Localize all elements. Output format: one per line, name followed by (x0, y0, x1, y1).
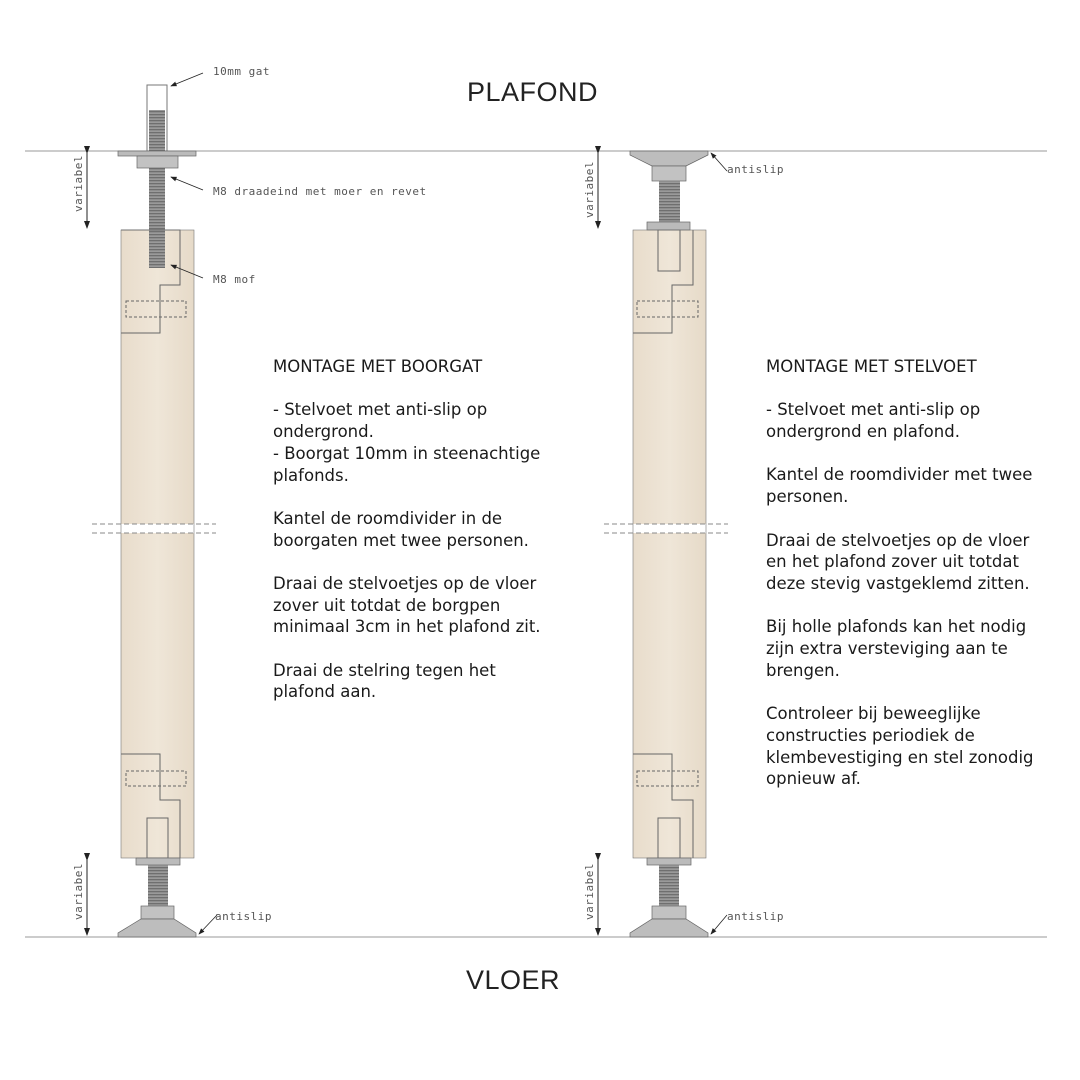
antislip-label: antislip (727, 163, 784, 176)
right-paragraph: Kantel de roomdivider met twee personen. (766, 465, 1033, 507)
right-paragraph: Controleer bij beweeglijke constructies … (766, 704, 1034, 789)
antislip-label: antislip (215, 910, 272, 923)
right-instructions: MONTAGE MET STELVOET - Stelvoet met anti… (766, 356, 1036, 812)
antislip-label: antislip (727, 910, 784, 923)
floor-label: VLOER (466, 965, 561, 995)
variable-label: variabel (583, 161, 596, 218)
threaded-rod-label: M8 draadeind met moer en revet (213, 185, 427, 198)
dimension-arrows (84, 146, 601, 936)
right-bullet-1: - Stelvoet met anti-slip op ondergrond e… (766, 400, 981, 442)
leader-lines (170, 72, 728, 935)
hole-label: 10mm gat (213, 65, 270, 78)
left-instructions: MONTAGE MET BOORGAT - Stelvoet met anti-… (273, 356, 543, 725)
variable-label: variabel (72, 155, 85, 212)
right-paragraph: Draai de stelvoetjes op de vloer en het … (766, 530, 1030, 593)
left-break-lines (92, 523, 216, 534)
left-bullet-1: - Stelvoet met anti-slip op ondergrond. (273, 400, 488, 442)
variable-label: variabel (583, 863, 596, 920)
variable-label: variabel (72, 863, 85, 920)
right-paragraph: Bij holle plafonds kan het nodig zijn ex… (766, 617, 1027, 680)
ceiling-label: PLAFOND (467, 77, 599, 107)
right-post (629, 150, 709, 938)
left-paragraph: Draai de stelring tegen het plafond aan. (273, 660, 496, 702)
right-title: MONTAGE MET STELVOET (766, 357, 977, 376)
left-title: MONTAGE MET BOORGAT (273, 357, 483, 376)
left-paragraph: Draai de stelvoetjes op de vloer zover u… (273, 573, 541, 637)
left-post (117, 84, 197, 938)
sleeve-label: M8 mof (213, 273, 256, 286)
left-paragraph: Kantel de roomdivider in de boorgaten me… (273, 508, 529, 550)
right-break-lines (604, 523, 728, 534)
left-bullet-2: - Boorgat 10mm in steenachtige plafonds. (273, 443, 541, 485)
